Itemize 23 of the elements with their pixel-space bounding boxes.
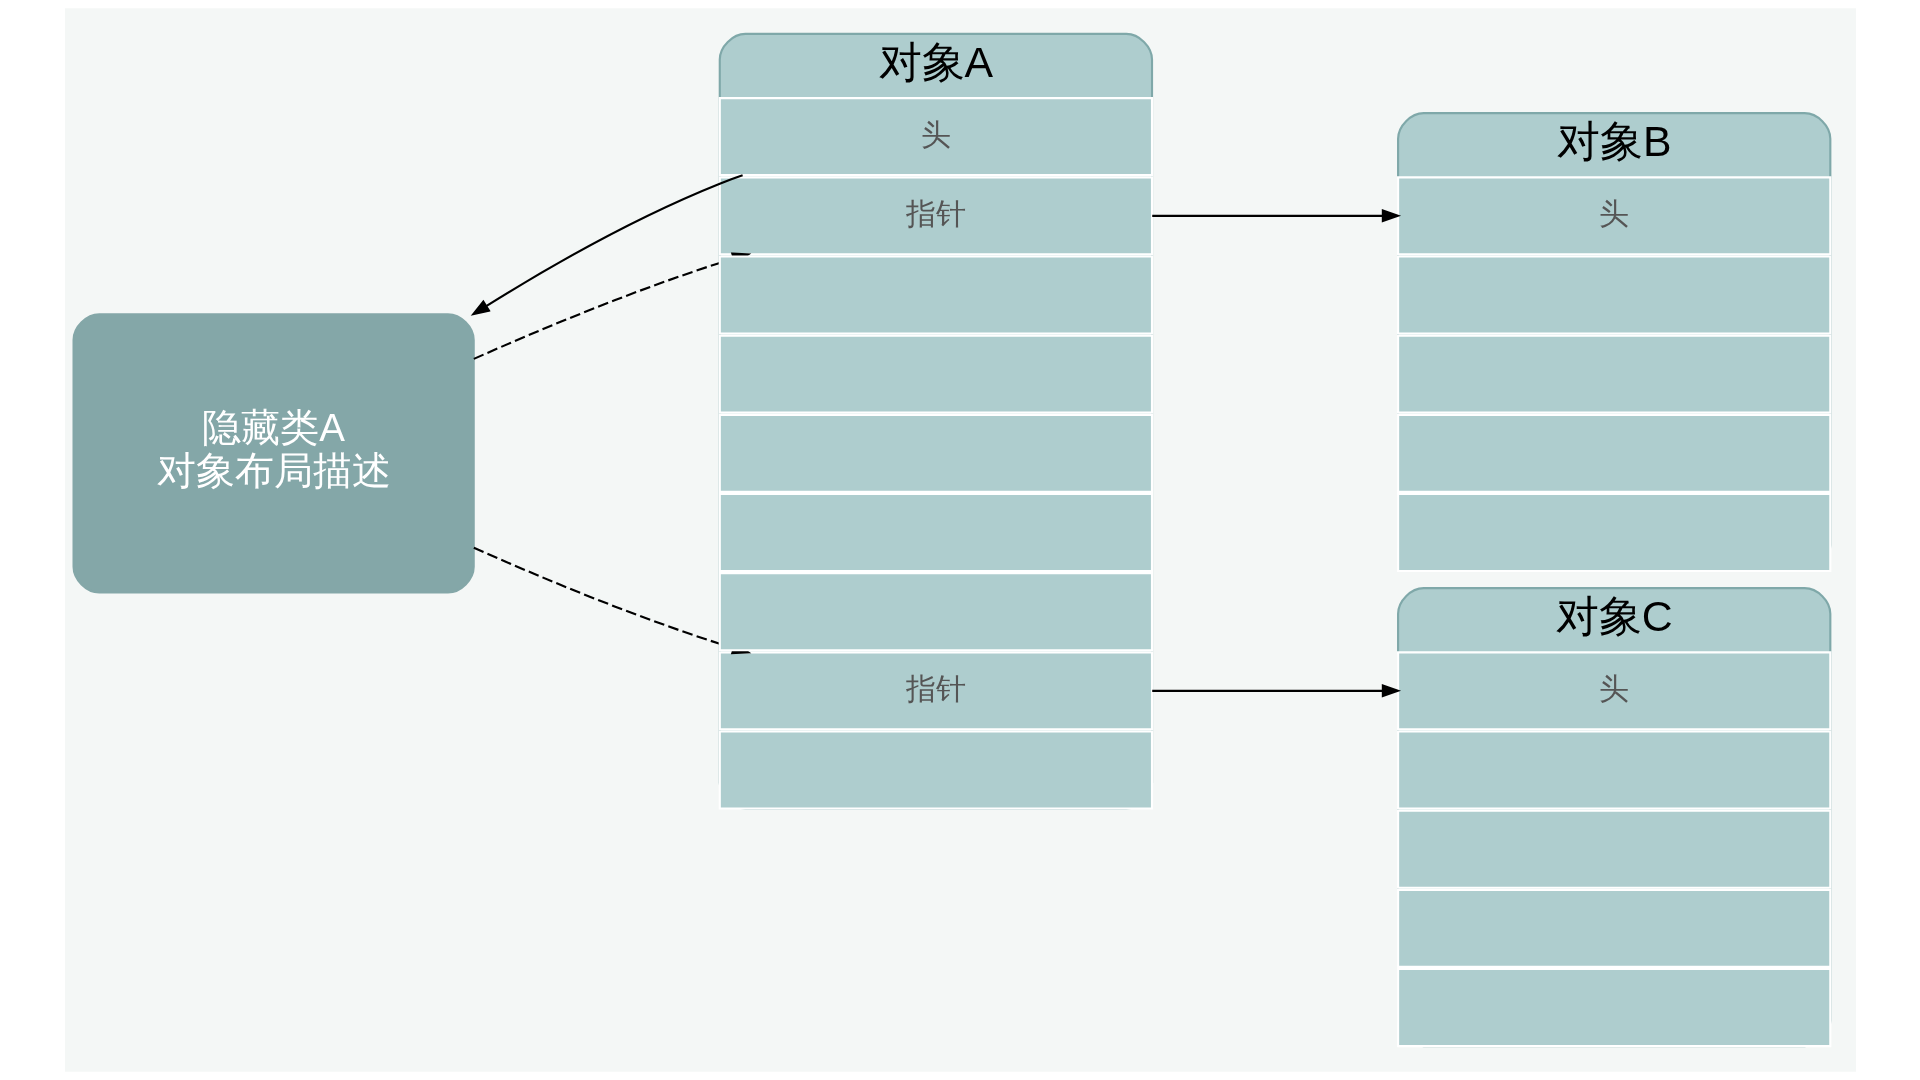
node-box — [718, 730, 1153, 810]
node-box: 头 — [718, 97, 1153, 177]
node-box — [718, 572, 1153, 652]
node-box — [718, 492, 1153, 573]
arrow — [1151, 684, 1401, 698]
node-box — [1396, 413, 1831, 493]
node-box — [718, 334, 1153, 414]
node-box — [1396, 492, 1831, 573]
node-box: 指针 — [718, 651, 1153, 731]
node-box — [1396, 255, 1831, 335]
node-box: 头 — [1396, 176, 1831, 256]
node-box — [1396, 730, 1831, 810]
node-box — [718, 413, 1153, 493]
node-box — [1396, 334, 1831, 414]
node-box — [718, 255, 1153, 335]
node-box — [1396, 967, 1831, 1048]
node-box: 指针 — [718, 176, 1153, 256]
arrow — [470, 174, 743, 316]
node-box: 隐藏类A 对象布局描述 — [72, 313, 475, 594]
node-box: 头 — [1396, 651, 1831, 731]
node-box — [1396, 809, 1831, 889]
arrow — [1151, 209, 1401, 223]
node-box — [1396, 888, 1831, 968]
